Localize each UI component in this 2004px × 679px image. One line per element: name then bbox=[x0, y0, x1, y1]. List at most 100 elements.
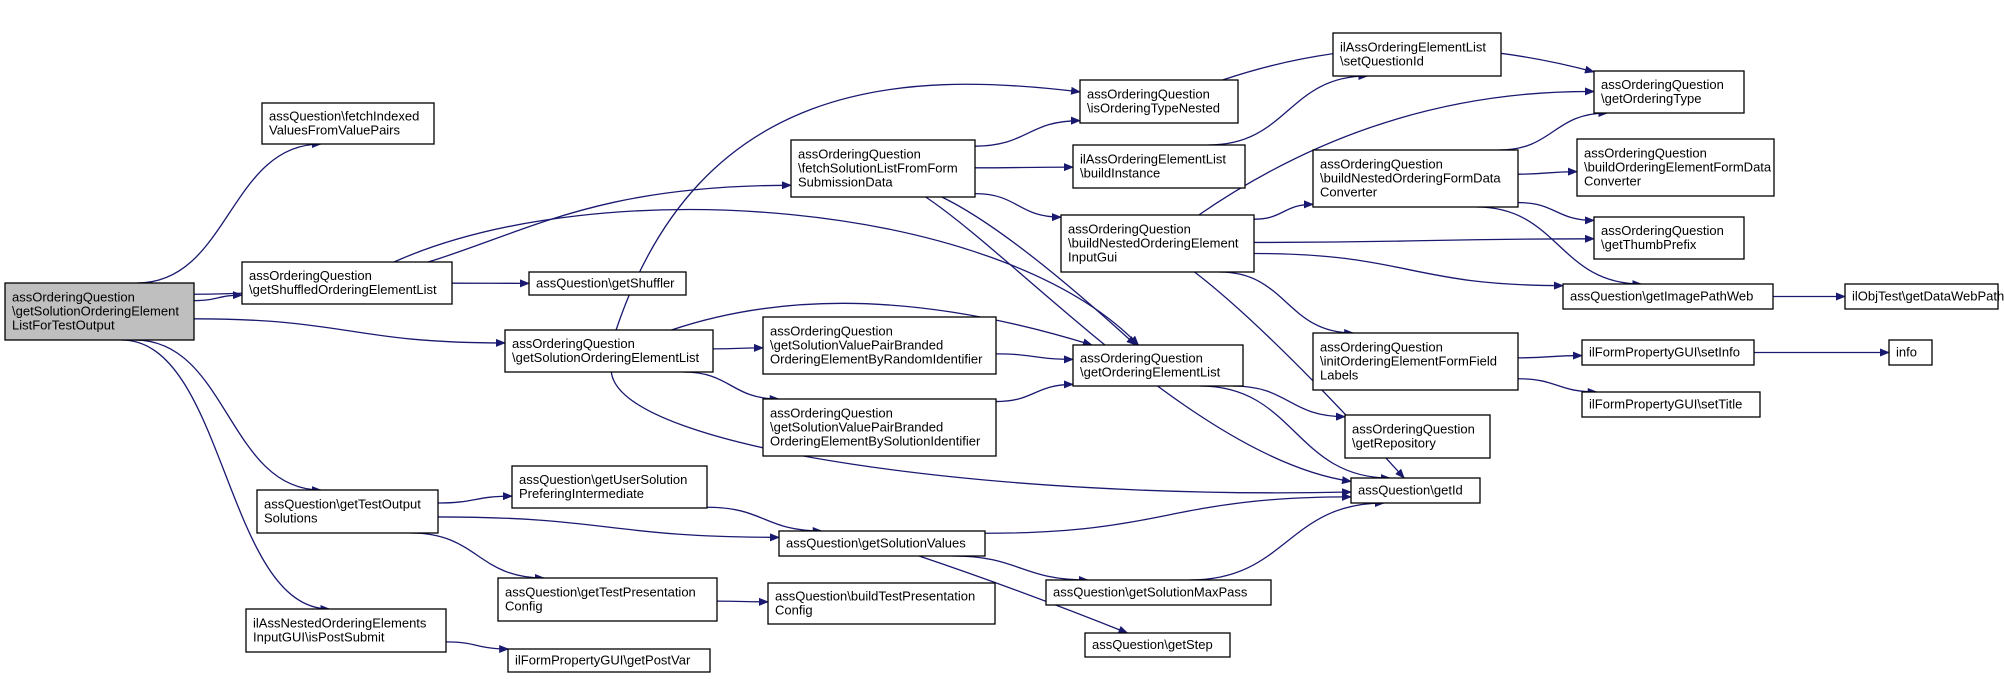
edge-n0-to-n2 bbox=[193, 291, 243, 302]
node-n19[interactable]: assQuestion\getSolutionMaxPass bbox=[1045, 579, 1272, 606]
node-n23[interactable]: assOrderingQuestion\initOrderingElementF… bbox=[1312, 332, 1519, 391]
edge-n16-to-n21 bbox=[1208, 72, 1369, 146]
node-label-line: assOrderingQuestion bbox=[770, 406, 893, 421]
node-n31[interactable]: ilFormPropertyGUI\setTitle bbox=[1581, 391, 1761, 418]
node-n9[interactable]: assOrderingQuestion\getSolutionValuePair… bbox=[762, 398, 997, 457]
node-label-line: \getSolutionOrderingElement bbox=[12, 304, 179, 319]
node-box[interactable] bbox=[511, 465, 708, 509]
node-box[interactable] bbox=[1562, 283, 1774, 310]
node-label-line: assOrderingQuestion bbox=[1068, 222, 1191, 237]
node-label-line: InputGui bbox=[1068, 250, 1117, 265]
node-n13[interactable]: assQuestion\getSolutionValues bbox=[778, 530, 986, 557]
node-box[interactable] bbox=[1312, 149, 1519, 208]
node-box[interactable] bbox=[497, 577, 718, 622]
node-box[interactable] bbox=[1045, 579, 1272, 606]
node-box[interactable] bbox=[767, 582, 996, 625]
node-box[interactable] bbox=[762, 316, 997, 375]
node-n28[interactable]: assOrderingQuestion\getThumbPrefix bbox=[1593, 216, 1745, 260]
node-box[interactable] bbox=[245, 608, 447, 653]
node-n8[interactable]: assOrderingQuestion\getSolutionValuePair… bbox=[762, 316, 997, 375]
node-n30[interactable]: ilFormPropertyGUI\setInfo bbox=[1581, 339, 1755, 366]
node-n6[interactable]: ilAssNestedOrderingElementsInputGUI\isPo… bbox=[245, 608, 447, 653]
node-label-line: ilAssOrderingElementList bbox=[1340, 40, 1486, 55]
node-n12[interactable]: ilFormPropertyGUI\getPostVar bbox=[507, 648, 711, 673]
edge-n2-to-n18 bbox=[393, 208, 1140, 346]
edge-n9-to-n18 bbox=[995, 380, 1074, 403]
node-box[interactable] bbox=[507, 648, 711, 673]
node-box[interactable] bbox=[762, 398, 997, 457]
node-box[interactable] bbox=[1072, 344, 1244, 387]
node-box[interactable] bbox=[1593, 70, 1745, 114]
edge-n10-to-n13 bbox=[706, 506, 823, 535]
node-box[interactable] bbox=[1084, 632, 1231, 658]
edge-n13-to-n20 bbox=[918, 555, 1129, 634]
node-label-line: assQuestion\getId bbox=[1358, 483, 1463, 498]
node-label-line: ilAssOrderingElementList bbox=[1080, 152, 1226, 167]
node-n16[interactable]: ilAssOrderingElementList\buildInstance bbox=[1072, 144, 1246, 189]
node-label-line: \getOrderingElementList bbox=[1080, 365, 1221, 380]
node-label-line: \buildInstance bbox=[1080, 166, 1160, 181]
node-n26[interactable]: assOrderingQuestion\getOrderingType bbox=[1593, 70, 1745, 114]
node-box[interactable] bbox=[528, 271, 687, 296]
edge-n22-to-n28 bbox=[1517, 201, 1595, 225]
node-n4[interactable]: assOrderingQuestion\getSolutionOrderingE… bbox=[504, 329, 714, 373]
node-label-line: ilObjTest\getDataWebPath bbox=[1852, 289, 2004, 304]
node-box[interactable] bbox=[504, 329, 714, 373]
node-n17[interactable]: assOrderingQuestion\buildNestedOrderingE… bbox=[1060, 214, 1255, 273]
node-n0[interactable]: assOrderingQuestion\getSolutionOrderingE… bbox=[4, 282, 195, 341]
node-n25[interactable]: assQuestion\getId bbox=[1350, 477, 1481, 504]
node-box[interactable] bbox=[790, 139, 976, 198]
node-n29[interactable]: assQuestion\getImagePathWeb bbox=[1562, 283, 1774, 310]
node-n24[interactable]: assOrderingQuestion\getRepository bbox=[1344, 414, 1491, 459]
node-n18[interactable]: assOrderingQuestion\getOrderingElementLi… bbox=[1072, 344, 1244, 387]
node-n21[interactable]: ilAssOrderingElementList\setQuestionId bbox=[1332, 32, 1502, 77]
node-box[interactable] bbox=[1312, 332, 1519, 391]
edge-n17-to-n26 bbox=[1198, 87, 1595, 216]
node-box[interactable] bbox=[261, 102, 435, 145]
node-box[interactable] bbox=[256, 489, 439, 534]
node-n1[interactable]: assQuestion\fetchIndexedValuesFromValueP… bbox=[261, 102, 435, 145]
node-box[interactable] bbox=[1888, 339, 1933, 366]
node-box[interactable] bbox=[1593, 216, 1745, 260]
node-box[interactable] bbox=[1344, 414, 1491, 459]
edge-n23-to-n30 bbox=[1517, 351, 1583, 360]
node-n32[interactable]: ilObjTest\getDataWebPath bbox=[1844, 283, 2004, 310]
node-box[interactable] bbox=[1332, 32, 1502, 77]
node-n2[interactable]: assOrderingQuestion\getShuffledOrderingE… bbox=[241, 261, 453, 305]
edge-n4-to-n8 bbox=[712, 343, 764, 352]
node-box[interactable] bbox=[1581, 339, 1755, 366]
node-label-line: assQuestion\getStep bbox=[1092, 637, 1213, 652]
node-label-line: assOrderingQuestion bbox=[770, 324, 893, 339]
node-box[interactable] bbox=[1072, 144, 1246, 189]
node-n15[interactable]: assOrderingQuestion\isOrderingTypeNested bbox=[1079, 79, 1239, 124]
node-box[interactable] bbox=[241, 261, 453, 305]
node-label-line: \getSolutionValuePairBranded bbox=[770, 420, 943, 435]
edge-n11-to-n14 bbox=[716, 597, 769, 606]
node-box[interactable] bbox=[1060, 214, 1255, 273]
node-box[interactable] bbox=[1581, 391, 1761, 418]
node-box[interactable] bbox=[1844, 283, 1999, 310]
node-label-line: assOrderingQuestion bbox=[1601, 223, 1724, 238]
edge-n4-to-n18 bbox=[671, 302, 1093, 347]
node-label-line: \getShuffledOrderingElementList bbox=[249, 282, 437, 297]
node-label-line: \initOrderingElementFormField bbox=[1320, 354, 1497, 369]
node-n7[interactable]: assOrderingQuestion\fetchSolutionListFro… bbox=[790, 139, 976, 198]
node-box[interactable] bbox=[1576, 138, 1775, 197]
node-n27[interactable]: assOrderingQuestion\buildOrderingElement… bbox=[1576, 138, 1775, 197]
edge-n23-to-n31 bbox=[1517, 378, 1598, 396]
node-box[interactable] bbox=[4, 282, 195, 341]
node-box[interactable] bbox=[1079, 79, 1239, 124]
node-box[interactable] bbox=[1350, 477, 1481, 504]
node-n10[interactable]: assQuestion\getUserSolutionPreferingInte… bbox=[511, 465, 708, 509]
node-n3[interactable]: assQuestion\getShuffler bbox=[528, 271, 687, 296]
node-box[interactable] bbox=[778, 530, 986, 557]
edge-n17-to-n29 bbox=[1253, 252, 1564, 290]
node-label-line: SubmissionData bbox=[798, 175, 893, 190]
node-label-line: ilAssNestedOrderingElements bbox=[253, 616, 427, 631]
node-n20[interactable]: assQuestion\getStep bbox=[1084, 632, 1231, 658]
node-n33[interactable]: info bbox=[1888, 339, 1933, 366]
node-n22[interactable]: assOrderingQuestion\buildNestedOrderingF… bbox=[1312, 149, 1519, 208]
